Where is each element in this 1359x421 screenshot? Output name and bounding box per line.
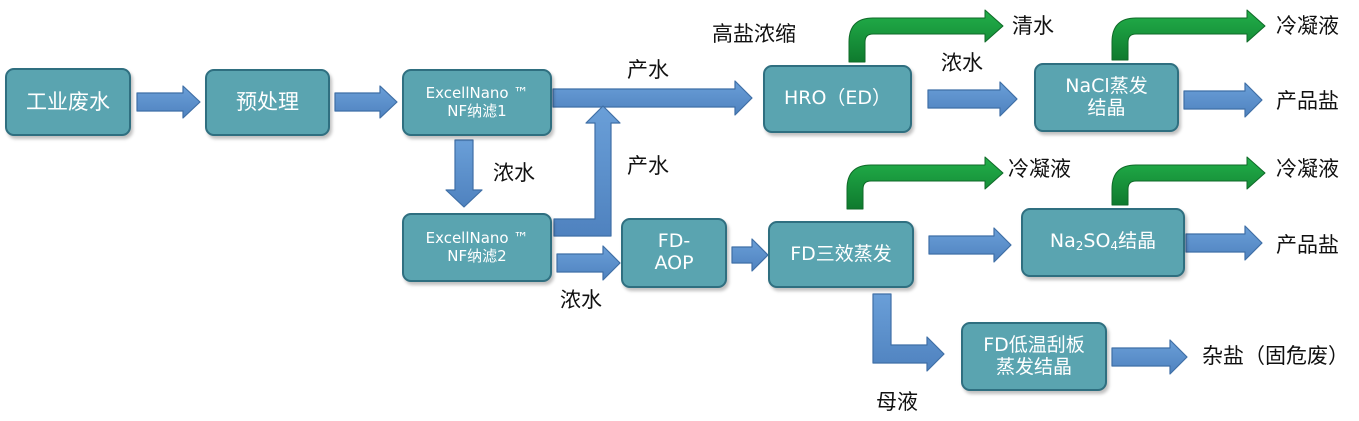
node-fd-evaporation: FD三效蒸发 — [768, 221, 914, 288]
arrow-hro-to-clear-water — [848, 9, 1004, 63]
label-condensate-1: 冷凝液 — [1276, 14, 1339, 38]
node-na2so4-label: Na2SO4结晶 — [1049, 230, 1157, 254]
node-fd-low-line1: FD低温刮板 — [983, 333, 1085, 356]
node-nf2-line2: NF纳滤2 — [447, 246, 507, 265]
node-fd-aop: FD- AOP — [621, 218, 727, 288]
node-nf2: ExcellNano ™ NF纳滤2 — [402, 213, 552, 282]
arrow-nf1-to-hro — [552, 80, 753, 116]
arrow-fdaop-to-fdevap — [731, 238, 769, 272]
node-hro-label: HRO（ED） — [783, 87, 892, 110]
arrow-fdlow-to-mixedsalt — [1111, 339, 1188, 375]
arrow-nacl-to-condensate — [1111, 9, 1266, 61]
node-hro: HRO（ED） — [763, 65, 912, 133]
label-mother-liquor: 母液 — [876, 390, 918, 414]
arrow-nacl-to-salt — [1183, 82, 1263, 118]
label-product-salt-1: 产品盐 — [1276, 89, 1339, 113]
arrow-na2so4-to-condensate — [1111, 156, 1266, 206]
node-fd-aop-line2: AOP — [654, 252, 694, 274]
node-pretreatment: 预处理 — [205, 69, 330, 136]
label-condensate-2: 冷凝液 — [1008, 157, 1071, 181]
label-concentrate-3: 浓水 — [941, 51, 983, 75]
label-clear-water: 清水 — [1012, 14, 1054, 38]
node-nacl-crystallization: NaCl蒸发 结晶 — [1034, 63, 1179, 132]
arrow-nf2-to-hro-feed — [553, 105, 621, 237]
arrow-fdevap-to-fdlow — [872, 293, 945, 372]
label-high-salt-concentration: 高盐浓缩 — [712, 22, 796, 46]
arrow-fdevap-to-condensate — [846, 156, 1004, 210]
arrow-nf2-to-fdaop — [556, 245, 621, 281]
label-condensate-3: 冷凝液 — [1276, 157, 1339, 181]
node-nf1: ExcellNano ™ NF纳滤1 — [402, 69, 552, 136]
arrow-na2so4-to-salt — [1185, 225, 1263, 261]
node-fd-low-line2: 蒸发结晶 — [995, 355, 1072, 378]
node-na2so4-crystallization: Na2SO4结晶 — [1021, 208, 1185, 277]
node-fd-aop-line1: FD- — [657, 230, 691, 253]
label-product-water-2: 产水 — [627, 154, 669, 178]
node-nacl-line1: NaCl蒸发 — [1065, 74, 1148, 97]
label-product-water-1: 产水 — [627, 58, 669, 82]
node-nf2-line1: ExcellNano ™ — [425, 229, 529, 248]
node-nf1-line1: ExcellNano ™ — [425, 84, 529, 103]
node-wastewater: 工业废水 — [5, 68, 131, 136]
node-fd-evaporation-label: FD三效蒸发 — [790, 242, 892, 265]
node-nf1-line2: NF纳滤1 — [447, 101, 507, 120]
arrow-nf1-to-nf2 — [445, 139, 483, 208]
label-mixed-salt: 杂盐（固危废） — [1202, 344, 1349, 368]
node-pretreatment-label: 预处理 — [236, 90, 299, 115]
node-fd-low-temp-scraper: FD低温刮板 蒸发结晶 — [961, 322, 1107, 391]
label-concentrate-1: 浓水 — [493, 161, 535, 185]
arrow-pretreatment-to-nf1 — [334, 85, 398, 119]
node-nacl-line2: 结晶 — [1087, 96, 1126, 119]
arrow-hro-to-nacl — [927, 81, 1018, 117]
arrow-wastewater-to-pretreatment — [136, 85, 201, 119]
arrow-fdevap-to-na2so4 — [928, 227, 1012, 263]
label-concentrate-2: 浓水 — [560, 288, 602, 312]
node-wastewater-label: 工业废水 — [26, 89, 110, 114]
label-product-salt-2: 产品盐 — [1276, 233, 1339, 257]
